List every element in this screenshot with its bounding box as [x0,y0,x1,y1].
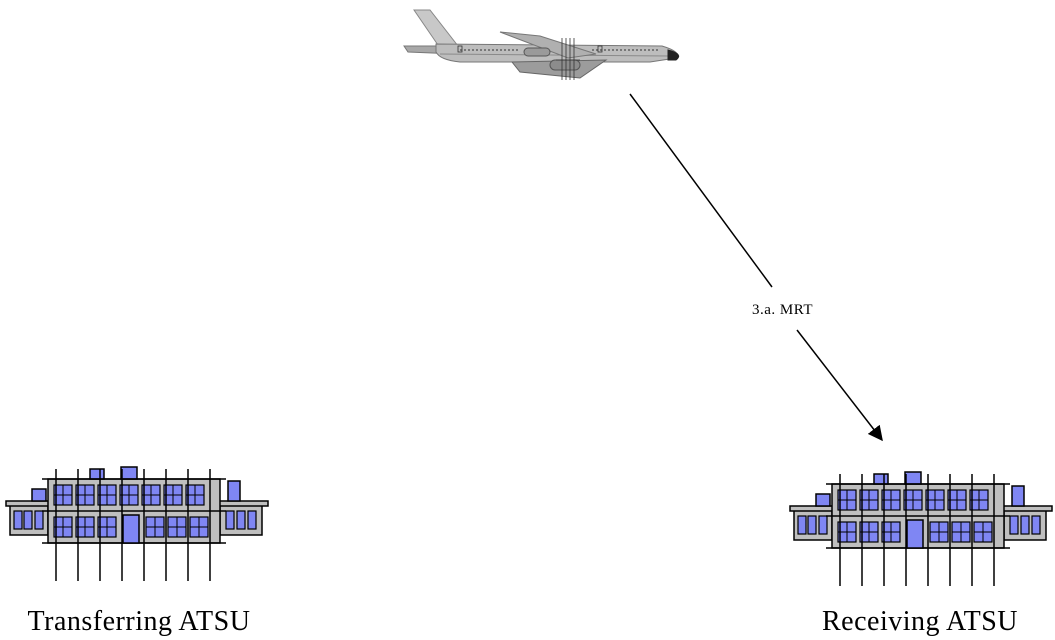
receiving-atsu-building-icon [789,471,1053,587]
message-arrow-upper [629,93,773,288]
message-label: 3.a. MRT [752,302,813,318]
transferring-atsu-label: Transferring ATSU [28,606,251,637]
message-arrow-lower [796,329,883,442]
transferring-atsu-building-icon [5,466,269,582]
aircraft-icon [403,9,680,80]
receiving-atsu-label: Receiving ATSU [822,606,1018,637]
